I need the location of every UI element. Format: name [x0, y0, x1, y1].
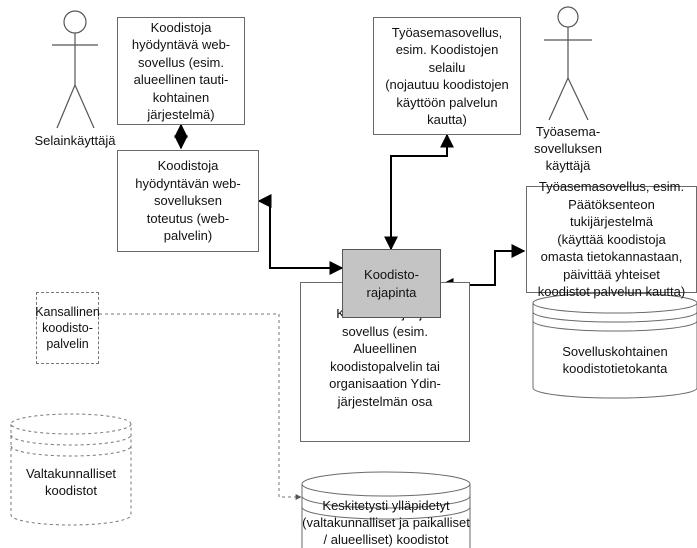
connector-wsbrowse-api	[384, 133, 454, 251]
ws-browse-text: Työasemasovellus, esim. Koodistojen sela…	[385, 24, 509, 128]
ws-decision-text: Työasemasovellus, esim. Päätöksenteon tu…	[537, 179, 686, 300]
api-text: Koodisto- rajapinta	[364, 267, 419, 300]
connector-national-centraldb	[99, 313, 302, 500]
national-server-text: Kansallinen koodisto- palvelin	[35, 305, 100, 351]
central-db-label: Keskitetysti ylläpidetyt (valtakunnallis…	[302, 497, 470, 547]
connector-webimpl-api	[257, 194, 344, 275]
ws-user-label: Työasema- sovelluksen käyttäjä	[534, 124, 602, 173]
ws-decision-box: Työasemasovellus, esim. Päätöksenteon tu…	[526, 179, 697, 299]
api-box: Koodisto- rajapinta	[342, 249, 441, 318]
database-central-db-shape	[301, 471, 471, 548]
actor-browser-user-figure	[52, 10, 98, 129]
app-db-label: Sovelluskohtainen koodistotietokanta	[562, 344, 668, 376]
national-server-box: Kansallinen koodisto- palvelin	[35, 292, 100, 364]
connector-api-wsdecision	[439, 244, 526, 292]
web-app-text: Koodistoja hyödyntävä web- sovellus (esi…	[131, 19, 231, 123]
database-national-db-shape	[10, 413, 132, 526]
provider-text: Koodistotarjoaja- sovellus (esim. Alueel…	[329, 306, 441, 409]
web-impl-box: Koodistoja hyödyntävän web- sovelluksen …	[117, 150, 259, 252]
national-db-label: Valtakunnalliset koodistot	[25, 466, 117, 498]
database-app-db-shape	[532, 292, 697, 399]
browser-user-label: Selainkäyttäjä	[34, 133, 116, 148]
web-impl-text: Koodistoja hyödyntävän web- sovelluksen …	[135, 158, 241, 244]
ws-browse-box: Työasemasovellus, esim. Koodistojen sela…	[373, 17, 521, 135]
web-app-box: Koodistoja hyödyntävä web- sovellus (esi…	[117, 17, 245, 125]
actor-ws-user-figure	[544, 6, 592, 121]
